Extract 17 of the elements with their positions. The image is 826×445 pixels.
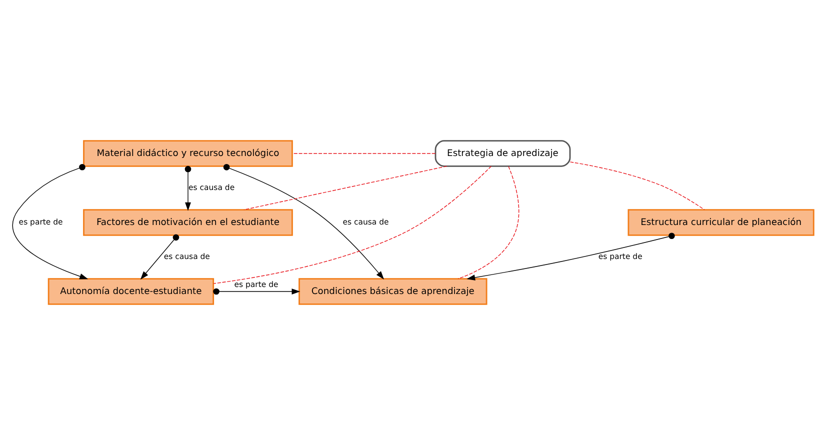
connector: [458, 166, 520, 280]
arrow: [213, 288, 300, 295]
arrow: [223, 164, 384, 280]
arrow: [466, 232, 675, 280]
node-box: Estrategia de apredizaje: [434, 140, 571, 167]
node-box: Estructura curricular de planeación: [628, 209, 814, 236]
node-box: Autonomía docente-estudiante: [48, 278, 214, 305]
node-box: Material didáctico y recurso tecnológico: [83, 140, 293, 167]
arrow: [12, 164, 88, 280]
connector: [213, 166, 492, 284]
connector: [570, 162, 705, 210]
arrow: [184, 166, 192, 211]
connector: [292, 153, 436, 154]
connector: [244, 166, 448, 210]
arrow: [140, 234, 180, 280]
node-box: Factores de motivación en el estudiante: [83, 209, 293, 236]
node-box: Condiciones básicas de aprendizaje: [298, 278, 488, 305]
